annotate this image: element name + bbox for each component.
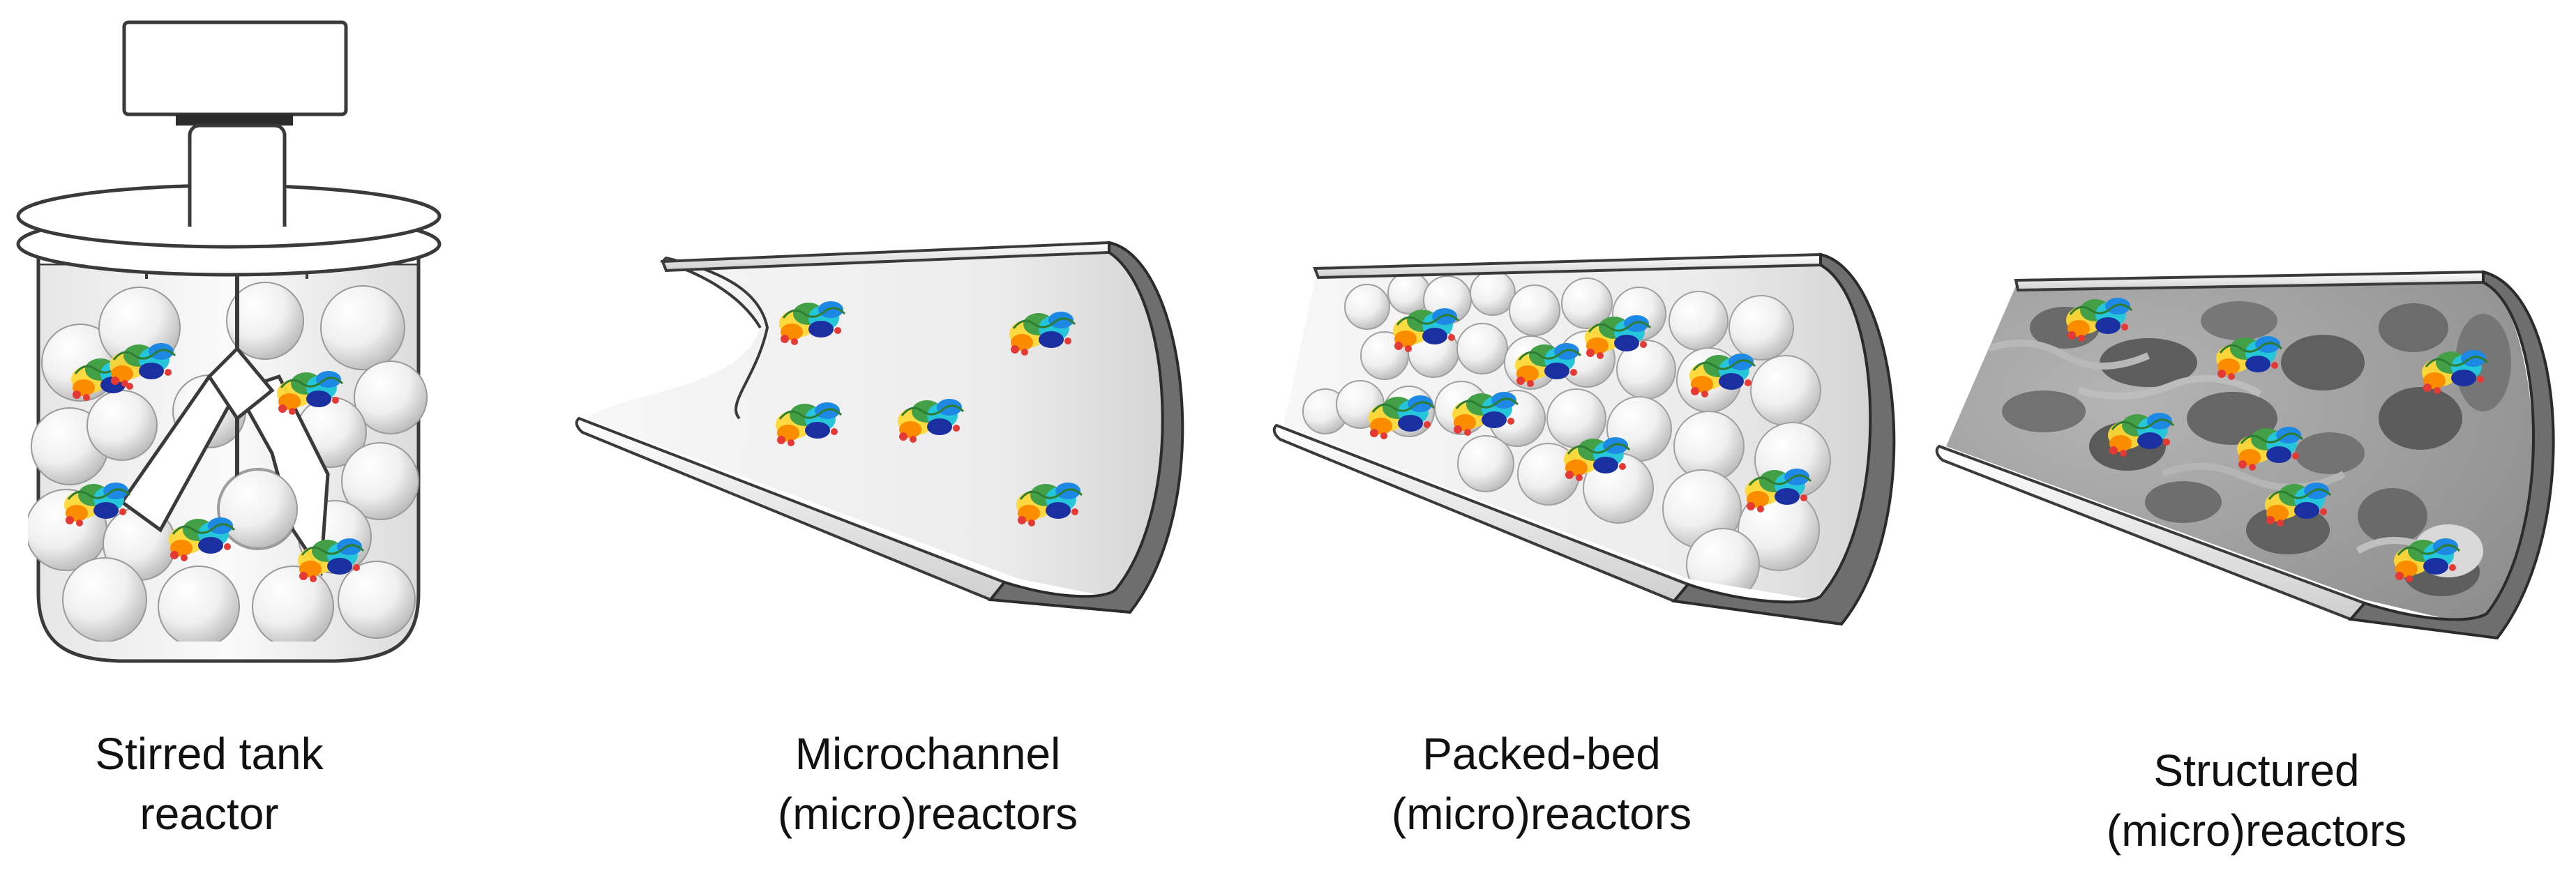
stirred-tank-reactor bbox=[16, 20, 442, 663]
structured-reactor bbox=[1935, 270, 2555, 640]
porous-texture bbox=[1987, 301, 2511, 596]
label-line: (micro)reactors bbox=[777, 789, 1078, 839]
label-packed-bed-reactors: Packed-bed (micro)reactors bbox=[1332, 724, 1751, 844]
label-line: reactor bbox=[140, 789, 279, 839]
label-line: (micro)reactors bbox=[2106, 805, 2407, 856]
impeller-icon bbox=[119, 223, 330, 577]
label-line: Stirred tank bbox=[95, 729, 324, 779]
label-microchannel-reactors: Microchannel (micro)reactors bbox=[718, 724, 1137, 844]
label-structured-reactors: Structured (micro)reactors bbox=[2047, 741, 2466, 860]
label-line: Structured bbox=[2153, 745, 2360, 796]
label-stirred-tank-reactor: Stirred tank reactor bbox=[56, 724, 363, 844]
packed-bed-reactor bbox=[1272, 252, 1896, 626]
label-line: Packed-bed bbox=[1422, 729, 1661, 779]
label-line: (micro)reactors bbox=[1391, 789, 1692, 839]
label-line: Microchannel bbox=[794, 729, 1061, 779]
microchannel-reactor bbox=[575, 241, 1184, 614]
